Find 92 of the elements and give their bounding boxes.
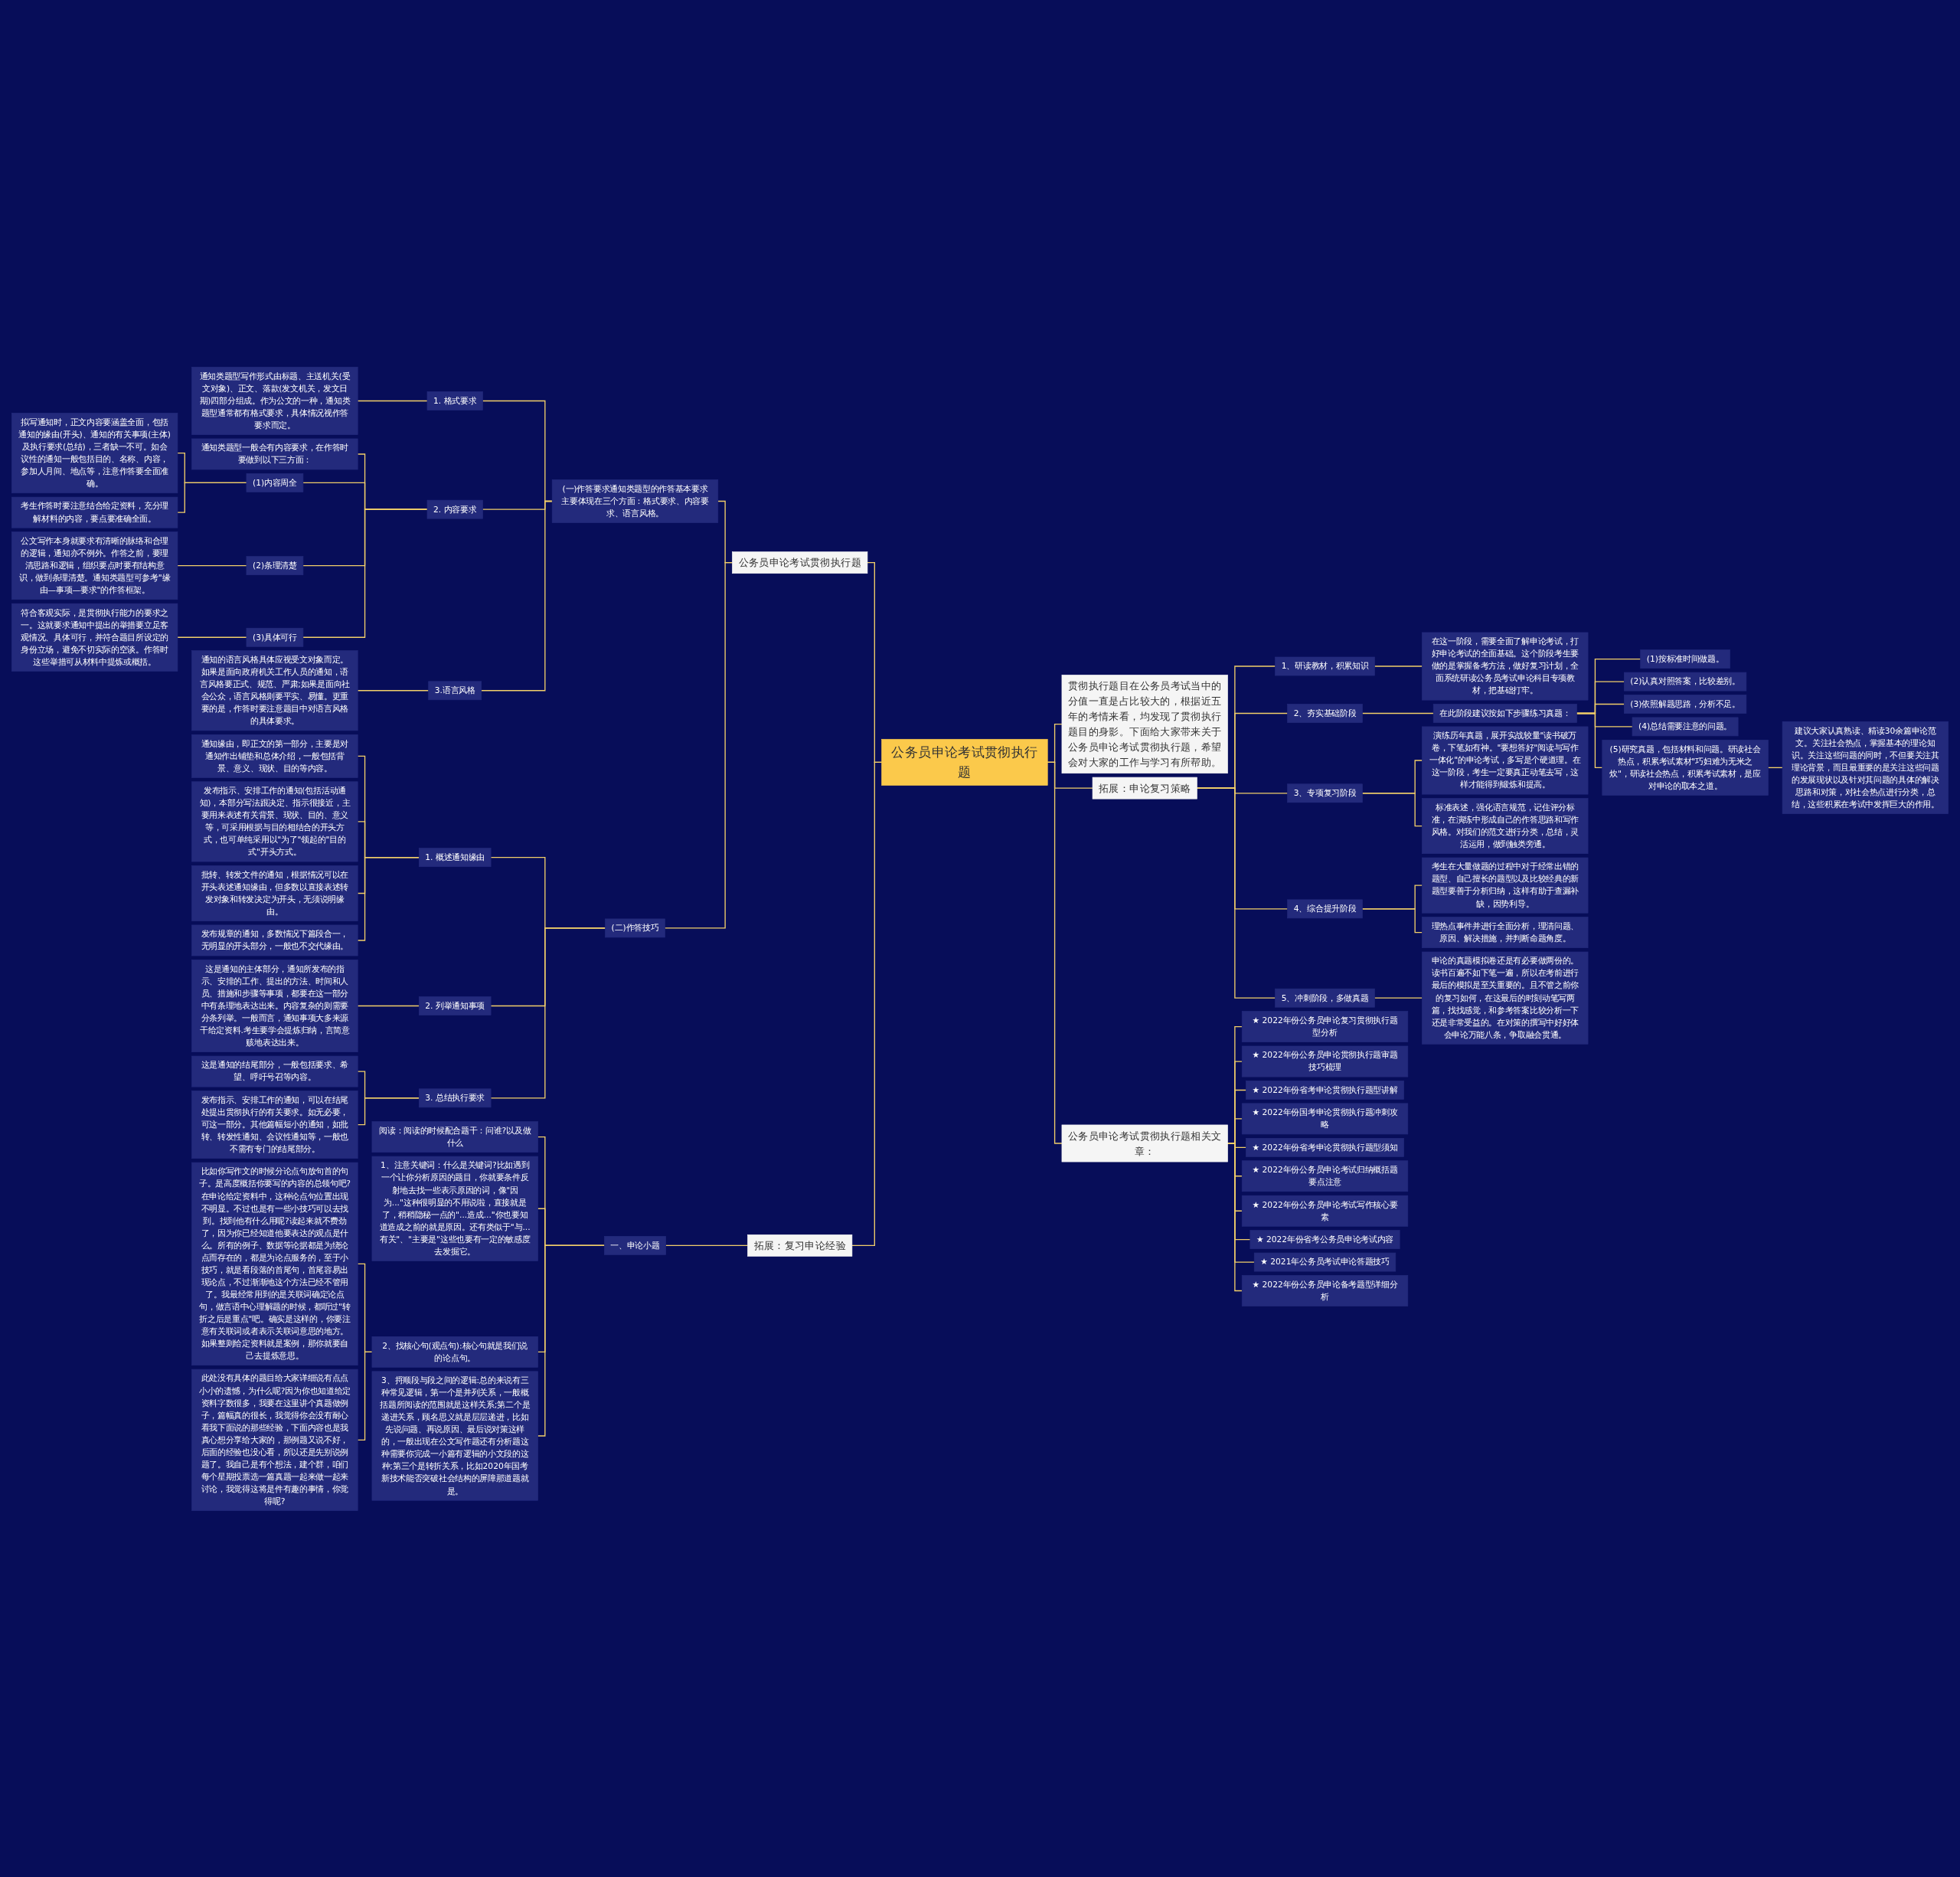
node-box: 理热点事件并进行全面分析，理清问题、原因、解决措施，并判断命题角度。 [1422, 916, 1589, 948]
node-box: 拓展：复习申论经验 [747, 1234, 853, 1257]
connector [357, 689, 430, 691]
node-box: 在此阶段建议按如下步骤练习真题： [1432, 703, 1577, 723]
connector [1374, 997, 1423, 999]
node-box: 拓展：申论复习策略 [1092, 777, 1197, 800]
node-box: 2、夯实基础阶段 [1287, 703, 1363, 723]
node-box: 标准表述，强化语言规范，记住评分标准，在演练中形成自己的作答思路和写作风格。对我们的范文进行分类，总结，灵活运用，做到触类旁通。 [1422, 797, 1589, 854]
node-box: 发布规章的通知，多数情况下篇段合一，无明显的开头部分，一般也不交代缘由。 [191, 924, 358, 956]
node-box: ★ 2022年份省考申论贯彻执行题型讲解 [1246, 1080, 1404, 1100]
node-box: ★ 2022年份省考申论贯彻执行题型须知 [1246, 1137, 1404, 1157]
node-box: (1)内容周全 [246, 473, 304, 492]
connector [302, 508, 428, 638]
node-box: ★ 2022年份公务员申论考试写作核心要素 [1241, 1195, 1409, 1227]
node-box: 3. 总结执行要求 [418, 1088, 492, 1107]
node-box: ★ 2022年份公务员申论复习贯彻执行题型分析 [1241, 1010, 1409, 1042]
node-box: 在这一阶段，需要全面了解申论考试，打好申论考试的全面基础。这个阶段考生要做的是掌握备考方法，做好复习计划，全面系统研读公务员考试申论科目专项教材，把基础打牢。 [1422, 632, 1589, 700]
node-box: 公务员申论考试贯彻执行题相关文章： [1061, 1124, 1228, 1162]
node-box: (3)依照解题思路，分析不足。 [1623, 694, 1747, 714]
connector [490, 927, 606, 1099]
node-box: 这是通知的主体部分，通知所发布的指示、安排的工作、提出的方法、时间和人员、措施和步骤等事项，都要在这一部分中有条理地表达出来。内容复杂的则需要分条列举。一般而言，通知事项大多来源干给定资料.考生要学会提炼归纳，言简意赅地表达出来。 [191, 959, 358, 1052]
connector [177, 636, 247, 638]
node-box: (2)认真对照答案，比较差别。 [1623, 672, 1747, 691]
node-box: 公文写作本身就要求有清晰的脉络和合理的逻辑，通知亦不例外。作答之前，要理清思路和逻辑，组织要点时要有结构意识，做到条理清楚。通知类题型可参考"缘由—事项—要求"的作答框架。 [11, 531, 178, 600]
node-box: 3、专项复习阶段 [1287, 783, 1363, 803]
connector [1767, 767, 1783, 768]
node-box: 2. 列举通知事项 [418, 996, 492, 1015]
node-box: 5、冲刺阶段，多做真题 [1275, 988, 1375, 1008]
node-box: ★ 2021年公务员考试申论答题技巧 [1253, 1252, 1396, 1271]
node-box: 通知缘由，即正文的第一部分，主要是对通知作出铺垫和总体介绍，一般包括背景、意义、现状、目的等内容。 [191, 734, 358, 778]
connector [851, 761, 883, 1246]
node-box: 发布指示、安排工作的通知(包括活动通知)，本部分写法跟决定、指示很接近，主要用来表述有关背景、现状、目的、意义等，可采用根据与目的相结合的开头方式，也可单纯采用以"为了"领起的"目的式"开头方式。 [191, 780, 358, 862]
node-box: ★ 2022年份公务员申论考试归纳概括题要点注意 [1241, 1159, 1409, 1192]
node-box: (2)条理清楚 [246, 555, 304, 575]
node-box: ★ 2022年份省考公务员申论考试内容 [1250, 1229, 1400, 1249]
connector [1361, 792, 1423, 826]
node-box: 申论的真题模拟卷还是有必要做两份的。读书百遍不如下笔一遍，所以在考前进行最后的模拟是至关重要的。且不管之前你的复习如何，在这最后的时刻动笔写两篇，找找感觉，和参考答案比较分析一下还是非常受益的。在对策的撰写中好好体会申论万能八条，争取融会贯通。 [1422, 951, 1589, 1045]
node-box: 1、研读教材，积累知识 [1275, 656, 1375, 675]
node-box: 这是通知的结尾部分，一般包括要求、希望、呼吁号召等内容。 [191, 1055, 358, 1087]
connector [664, 561, 733, 929]
node-box: 演练历年真题，展开实战较量"读书破万卷，下笔如有神。"要想答好"阅读与写作一体化"的申论考试，多写是个硬道理。在这一阶段，考生一定要真正动笔去写，这样才能得到锻炼和提高。 [1422, 726, 1589, 794]
connector [357, 400, 428, 401]
node-box: (5)研究真题，包括材料和问题。研读社会热点，积累考试素材"巧妇难为无米之炊"，研读社会热点，积累考试素材，是应对申论的取本之道。 [1602, 739, 1769, 796]
connector [1576, 712, 1603, 768]
node-box: 1. 格式要求 [426, 391, 483, 410]
node-box: 2. 内容要求 [426, 499, 483, 519]
node-box: 1、注意关键词：什么是关键词?比如遇到一个让你分析原因的题目，你就要条件反射地去找一些表示原因的词，像"因为..."这种很明显的不用说啦，直接就是了，稍稍隐秘一点的"...造成..."你也要知道造成之前的就是原因。还有类似于"与...有关"、"主要是"这些也要有一定的敏感度去发掘它。 [371, 1156, 538, 1261]
connector [537, 1244, 606, 1437]
node-box: 拟写通知时，正文内容要涵盖全面，包括通知的缘由(开头)、通知的有关事项(主体)及执行要求(总结)，三者缺一不可。如会议性的通知一般包括目的、名称、内容，参加人月间、地点等，注意作答要全面准确。 [11, 412, 178, 493]
node-box: 一、申论小题 [604, 1235, 666, 1255]
node-box: 公务员申论考试贯彻执行题 [732, 551, 868, 574]
connector [1047, 761, 1063, 1144]
node-box: (二)作答技巧 [605, 918, 665, 937]
node-box: (3)具体可行 [246, 627, 304, 647]
node-box: 此处没有具体的题目给大家详细说有点点小小的遗憾，为什么呢?因为你也知道给定资料字数很多，我要在这里讲个真题做例子，篇幅真的很长，我觉得你会没有耐心看我下面说的那些经验，下面内容也是我真心想分享给大家的，那例题又说不好，后面的经验也没心看，所以还是先别说例题了。我自己是有个想法，建个群，咱们每个星期投票选一篇真题一起来做一起来讨论，我觉得这将是件有趣的事情，你觉得呢? [191, 1369, 358, 1511]
node-box: 3.语言风格 [428, 680, 482, 700]
connector [357, 1351, 373, 1440]
node-box: 公务员申论考试贯彻执行题 [881, 738, 1048, 786]
node-box: 通知类题型一般会有内容要求，在作答时要做到以下三方面： [191, 438, 358, 469]
connector [357, 1005, 420, 1006]
node-box: 2、找核心句(观点句):核心句就是我们说的论点句。 [371, 1336, 538, 1368]
node-box: 建议大家认真熟读、精读30余篇申论范文。关注社会热点，掌握基本的理论知识。关注这些问题的同时，不但要关注其理论背景，而且最重要的是关注这些问题的发展现状以及针对其问题的具体的解决思路和对策，对社会热点进行分类，总结，这些积累在考试中发挥巨大的作用。 [1782, 721, 1949, 814]
connector [1374, 665, 1423, 667]
node-box: 考生作答时要注意结合给定资料，充分理解材料的内容，要点要准确全面。 [11, 496, 178, 528]
connector [665, 1244, 749, 1246]
node-box: ★ 2022年份国考申论贯彻执行题冲刺攻略 [1241, 1103, 1409, 1134]
node-box: 贯彻执行题目在公务员考试当中的分值一直是占比较大的，根据近五年的考情来看，均发现了贯彻执行题目的身影。下面给大家带来关于公务员申论考试贯彻执行题，希望会对大家的工作与学习有所帮助。 [1061, 674, 1228, 773]
connector [177, 564, 247, 566]
connector [1196, 787, 1276, 999]
node-box: 比如你写作文的时候分论点句放句首的句子。是高度概括你要写的内容的总领句吧?在申论给定资料中，这种论点句位置出现不明显。不过也是有一些小技巧可以去找到。找到他有什么用呢?读起来就不费劲了，因为你已经知道他要表达的观点是什么。所有的例子、数据等论据都是为绕论点而存在的，都是为论点服务的，至于小技巧，就是看段落的首尾句，首尾容易出现论点，不过渐渐地这个方法已经不管用了。我最经常用到的是关联词确定论点句，做言语中心理解题的时候，都听过"转折之后是重点"吧。确实是这样的，你要注意有关联词或者表示关联词意思的地方。如果整则给定资料就是案例，那你就要自己去提炼意思。 [191, 1162, 358, 1365]
node-box: 考生在大量做题的过程中对于经常出错的题型、自己擅长的题型以及比较经典的新题型要善于分析归纳，这样有助于查漏补缺，因势利导。 [1422, 857, 1589, 914]
node-box: 阅读：阅读的时候配合题干：问谁?以及做什么 [371, 1120, 538, 1153]
node-box: ★ 2022年份公务员申论备考题型详细分析 [1241, 1274, 1409, 1306]
node-box: 通知的语言风格具体应视受文对象而定。如果是面向政府机关工作人员的通知，语言风格要正式、规范、严肃;如果是面向社会公众，语言风格则要平实、易懂。更重要的是，作答时要注意题目中对语言风格的具体要求。 [191, 649, 358, 731]
node-box: (一)作答要求通知类题型的作答基本要求主要体现在三个方面：格式要求、内容要求、语言风格。 [551, 479, 719, 523]
node-box: 3、捋顺段与段之间的逻辑:总的来说有三种常见逻辑，第一个是并列关系，一般概括题所阅读的范围就是这样关系;第二个是递进关系，顾名思义就是层层递进，比如先说问题、再说原因、最后说对策这样的，一般出现在公文写作题还有分析题这种需要你完成一小篇有逻辑的小文段的这种;第三个是转折关系，比如2020年国考新技术能否突破社会结构的屏障那道题就是。 [371, 1370, 538, 1501]
node-box: 4、综合提升阶段 [1287, 899, 1363, 918]
connector [177, 482, 247, 513]
node-box: (4)总结需要注意的问题。 [1632, 717, 1739, 736]
connector [481, 500, 553, 691]
connector [357, 856, 420, 941]
connector [1227, 1142, 1243, 1291]
connector [1361, 907, 1423, 933]
node-box: 发布指示、安排工作的通知，可以在结尾处提出贯彻执行的有关要求。如无必要，可这一部分。其他篇幅短小的通知，如批转、转发性通知、会议性通知等，一般也不需有专门的结尾部分。 [191, 1090, 358, 1159]
node-box: 批转、转发文件的通知，根据情况可以在开头表述通知缘由，但多数以直接表述转发对象和转发决定为开头，无须说明缘由。 [191, 865, 358, 921]
node-box: 通知类题型写作形式由标题、主送机关(受文对象)、正文、落款(发文机关，发文日期)四部分组成。作为公文的一种，通知类题型通常都有格式要求，具体情况视作答要求而定。 [191, 366, 358, 435]
connector [1361, 712, 1434, 714]
node-box: 1. 概述通知缘由 [418, 847, 492, 867]
node-box: ★ 2022年份公务员申论贯彻执行题审题技巧梳理 [1241, 1045, 1409, 1077]
node-box: (1)按标准时间做题。 [1640, 649, 1730, 669]
node-box: 符合客观实际，是贯彻执行能力的要求之一。这就要求通知中提出的举措要立足客观情况、具体可行，并符合题目所设定的身份立场，避免不切实际的空谈。作答时这些举措可从材料中提炼或概括。 [11, 603, 178, 672]
connector [357, 1097, 420, 1125]
